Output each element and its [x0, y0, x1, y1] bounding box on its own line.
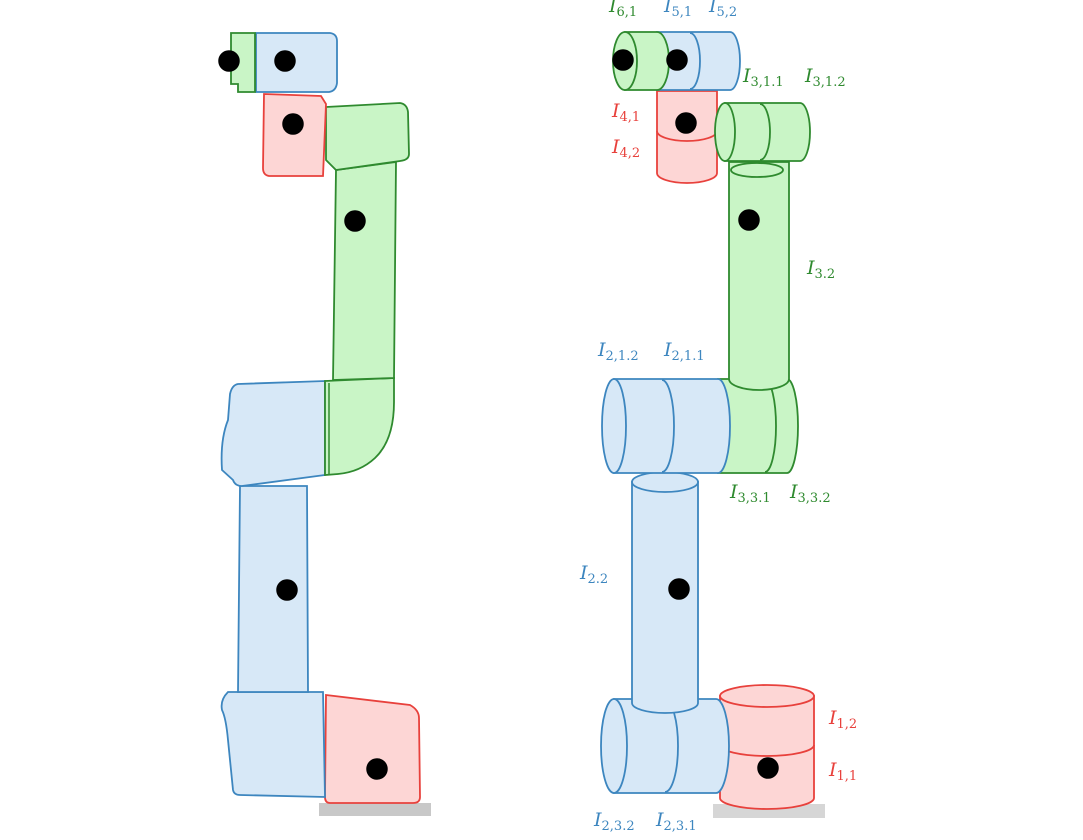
blue-lower-arm-cylinder — [631, 471, 699, 714]
red-base-link — [324, 693, 421, 804]
green-upper-arm — [332, 160, 397, 381]
label-I42: I4,2 — [611, 136, 640, 161]
red-wrist-link — [262, 93, 327, 177]
label-I232: I2,3.2 — [593, 809, 635, 834]
com-marker — [282, 113, 304, 135]
green-upper-arm-cylinder — [728, 161, 790, 391]
blue-shoulder-cylinder — [600, 698, 730, 794]
label-I51: I5,1 — [663, 0, 692, 20]
label-I312: I3,1.2 — [804, 65, 846, 90]
label-I331: I3,3.1 — [729, 481, 771, 506]
right-robot-primitives — [600, 31, 825, 818]
com-marker — [274, 50, 296, 72]
left-robot-model — [218, 32, 431, 816]
label-I311: I3,1.1 — [742, 65, 784, 90]
label-I12: I1,2 — [828, 707, 857, 732]
com-marker — [344, 210, 366, 232]
red-base-cylinder — [719, 684, 815, 810]
label-I61: I6,1 — [608, 0, 637, 20]
com-marker — [276, 579, 298, 601]
blue-elbow-joint — [220, 380, 326, 487]
blue-elbow-cylinder — [601, 378, 731, 474]
green-elbow-cylinder — [717, 378, 799, 474]
label-I211: I2,1.1 — [663, 339, 705, 364]
blue-wrist2-cylinder — [656, 31, 741, 91]
blue-lower-joint — [220, 691, 326, 798]
green-elbow-link — [324, 377, 395, 476]
com-marker — [675, 112, 697, 134]
com-marker — [757, 757, 779, 779]
label-I41: I4,1 — [611, 100, 640, 125]
label-I231: I2,3.1 — [655, 809, 697, 834]
label-I11: I1,1 — [828, 759, 857, 784]
green-wrist-cylinder — [714, 102, 811, 178]
red-wrist-cylinder — [656, 90, 718, 184]
inertia-labels: I6,1 I5,1 I5,2 I3,1.1 I3,1.2 I4,1 I4,2 I… — [579, 0, 857, 834]
green-wrist-joint — [325, 102, 410, 171]
label-I212: I2,1.2 — [597, 339, 639, 364]
label-I52: I5,2 — [708, 0, 737, 20]
com-marker — [738, 209, 760, 231]
label-I32: I3.2 — [806, 257, 835, 282]
label-I332: I3,3.2 — [789, 481, 831, 506]
com-marker — [668, 578, 690, 600]
blue-lower-arm — [237, 485, 309, 693]
com-marker — [218, 50, 240, 72]
blue-wrist2-link — [255, 32, 338, 93]
com-marker — [666, 49, 688, 71]
com-marker — [366, 758, 388, 780]
label-I22: I2.2 — [579, 562, 608, 587]
base-plate — [319, 803, 431, 816]
com-marker — [612, 49, 634, 71]
